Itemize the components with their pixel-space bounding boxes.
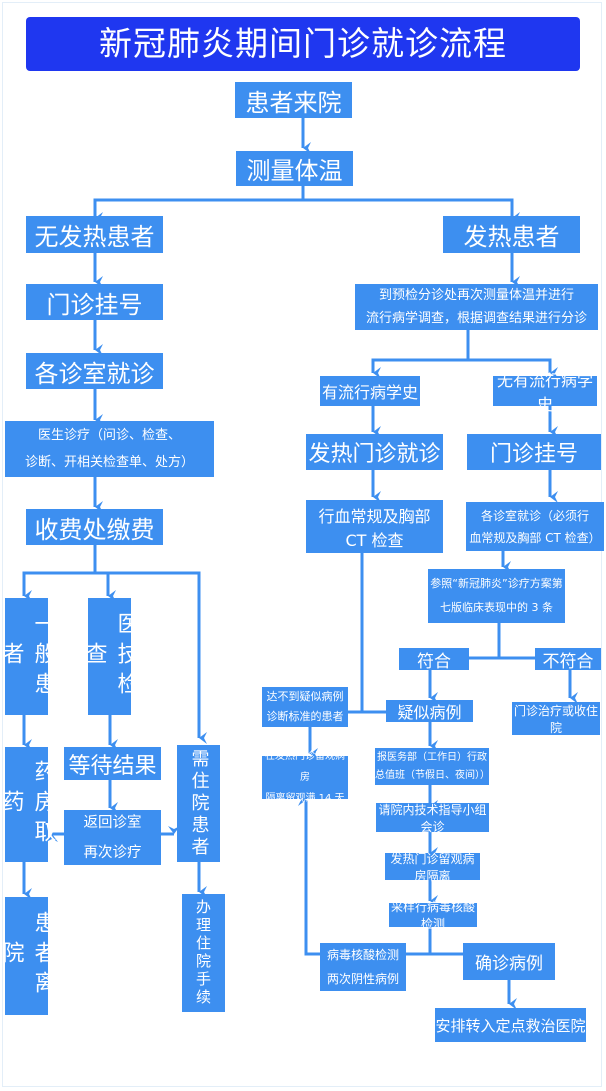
node-two-negative: 病毒核酸检测两次阴性病例 <box>320 943 406 991</box>
connector-pay-medtech <box>95 571 116 602</box>
node-leave: 患者离院 <box>0 897 56 1015</box>
node-left-consult: 各诊室就诊 <box>26 353 163 389</box>
connector-blood-suspect <box>360 553 386 714</box>
node-triage: 到预检分诊处再次测量体温并进行流行病学调查，根据调查结果进行分诊 <box>355 284 598 330</box>
node-confirmed: 确诊病例 <box>463 943 555 980</box>
node-left-register: 门诊挂号 <box>26 284 163 320</box>
node-outpatient-or-admit: 门诊治疗或收住院 <box>512 702 600 735</box>
connector-split-right <box>303 198 520 224</box>
node-admission: 办理住院手续 <box>182 894 225 1012</box>
node-isolate: 发热门诊留观病房隔离 <box>385 852 480 883</box>
node-blood-ct: 行血常规及胸部 CT 检查 <box>306 500 443 553</box>
node-has-history: 有流行病学史 <box>320 376 420 406</box>
connector-negative-observe <box>298 794 320 956</box>
node-inpatient-needed: 需住院患者 <box>177 745 220 862</box>
connector-triage-has <box>371 358 468 379</box>
node-expert-consult: 请院内技术指导小组会诊 <box>376 803 489 834</box>
node-not-suspected: 达不到疑似病例诊断标准的患者 <box>262 687 348 727</box>
node-pharmacy: 药房取药 <box>0 747 56 862</box>
node-sample-test: 采样行病毒核酸检测 <box>389 900 477 931</box>
node-fever: 发热患者 <box>443 216 580 253</box>
node-no-fever: 无发热患者 <box>26 216 163 253</box>
node-measure-temp: 测量体温 <box>236 151 353 186</box>
node-general-patient: 一般患者 <box>0 598 56 715</box>
page-title: 新冠肺炎期间门诊就诊流程 <box>26 17 580 71</box>
node-no-history: 无有流行病学史 <box>493 371 597 414</box>
node-right-consult: 各诊室就诊（必须行血常规及胸部 CT 检查） <box>466 502 604 551</box>
connector-pay-general <box>22 571 95 602</box>
connector-triage-no <box>468 358 558 379</box>
node-observe-14: 在发热门诊留观病房隔离留观满 14 天 <box>262 751 348 804</box>
node-fever-clinic: 发热门诊就诊 <box>306 434 443 470</box>
node-pay: 收费处缴费 <box>26 509 163 545</box>
node-report: 报医务部（工作日）行政总值班（节假日、夜间）） <box>375 748 490 785</box>
node-return-room: 返回诊室再次诊疗 <box>64 810 161 865</box>
node-right-register: 门诊挂号 <box>467 434 601 470</box>
node-doctor-treat: 医生诊疗（问诊、检查、诊断、开相关检查单、处方） <box>5 421 214 477</box>
connector-split-left <box>93 198 303 224</box>
node-refer-plan: 参照“新冠肺炎”诊疗方案第七版临床表现中的 3 条 <box>428 569 565 623</box>
connector-pay-inpatient <box>95 571 207 744</box>
node-transfer: 安排转入定点救治医院 <box>435 1008 586 1042</box>
node-medtech-exam: 医技检查 <box>82 598 139 715</box>
node-suspected: 疑似病例 <box>386 700 473 722</box>
node-match: 符合 <box>399 648 469 672</box>
node-arrive: 患者来院 <box>235 82 352 118</box>
node-not-match: 不符合 <box>535 648 601 672</box>
node-wait-result: 等待结果 <box>64 747 161 780</box>
